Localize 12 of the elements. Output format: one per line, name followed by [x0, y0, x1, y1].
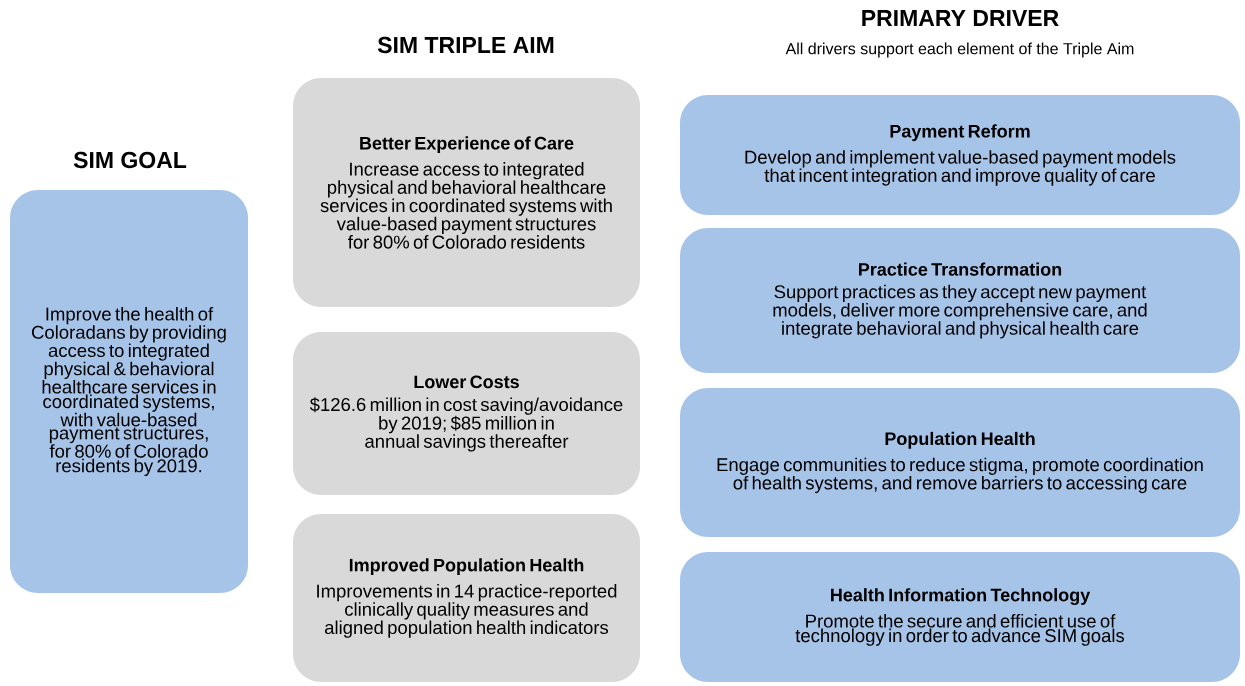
driver-box: Practice Transformation Support practices as they accept new payment models, deliver more comprehensive care, and integrate behavioral and physical health care: [680, 228, 1240, 373]
subtitle: All drivers support each element of the Triple Aim: [785, 42, 1134, 58]
column-heading: SIM GOAL: [73, 151, 187, 169]
aim-box: Improved Population Health Improvements in 14 practice-reported clinically quality measures and aligned population health indicators: [293, 514, 640, 682]
column-heading: PRIMARY DRIVER: [862, 10, 1059, 26]
aim-box: Lower Costs $126.6 million in cost saving/avoidance by 2019; $85 million in annual savings thereafter: [293, 332, 640, 495]
column-heading: SIM TRIPLE AIM: [377, 36, 554, 54]
driver-box: Population Health Engage communities to reduce stigma, promote coordination of health systems, and remove barriers to accessing care: [680, 388, 1240, 537]
driver-box: Payment Reform Develop and implement value-based payment models that incent integration and improve quality of care: [680, 95, 1240, 215]
driver-box: Health Information Technology Promote the secure and efficient use of technology in order to advance SIM goals: [680, 552, 1240, 682]
goal-box: Improve the health of Coloradans by providing access to integrated physical & behavioral healthcare services in coordinated systems, with value-based payment structures, for 80% of Colorado residents by 2019.: [10, 190, 248, 593]
aim-box: Better Experience of Care Increase access to integrated physical and behavioral healthcare services in coordinated systems with value-based payment structures for 80% of Colorado residents: [293, 78, 640, 307]
